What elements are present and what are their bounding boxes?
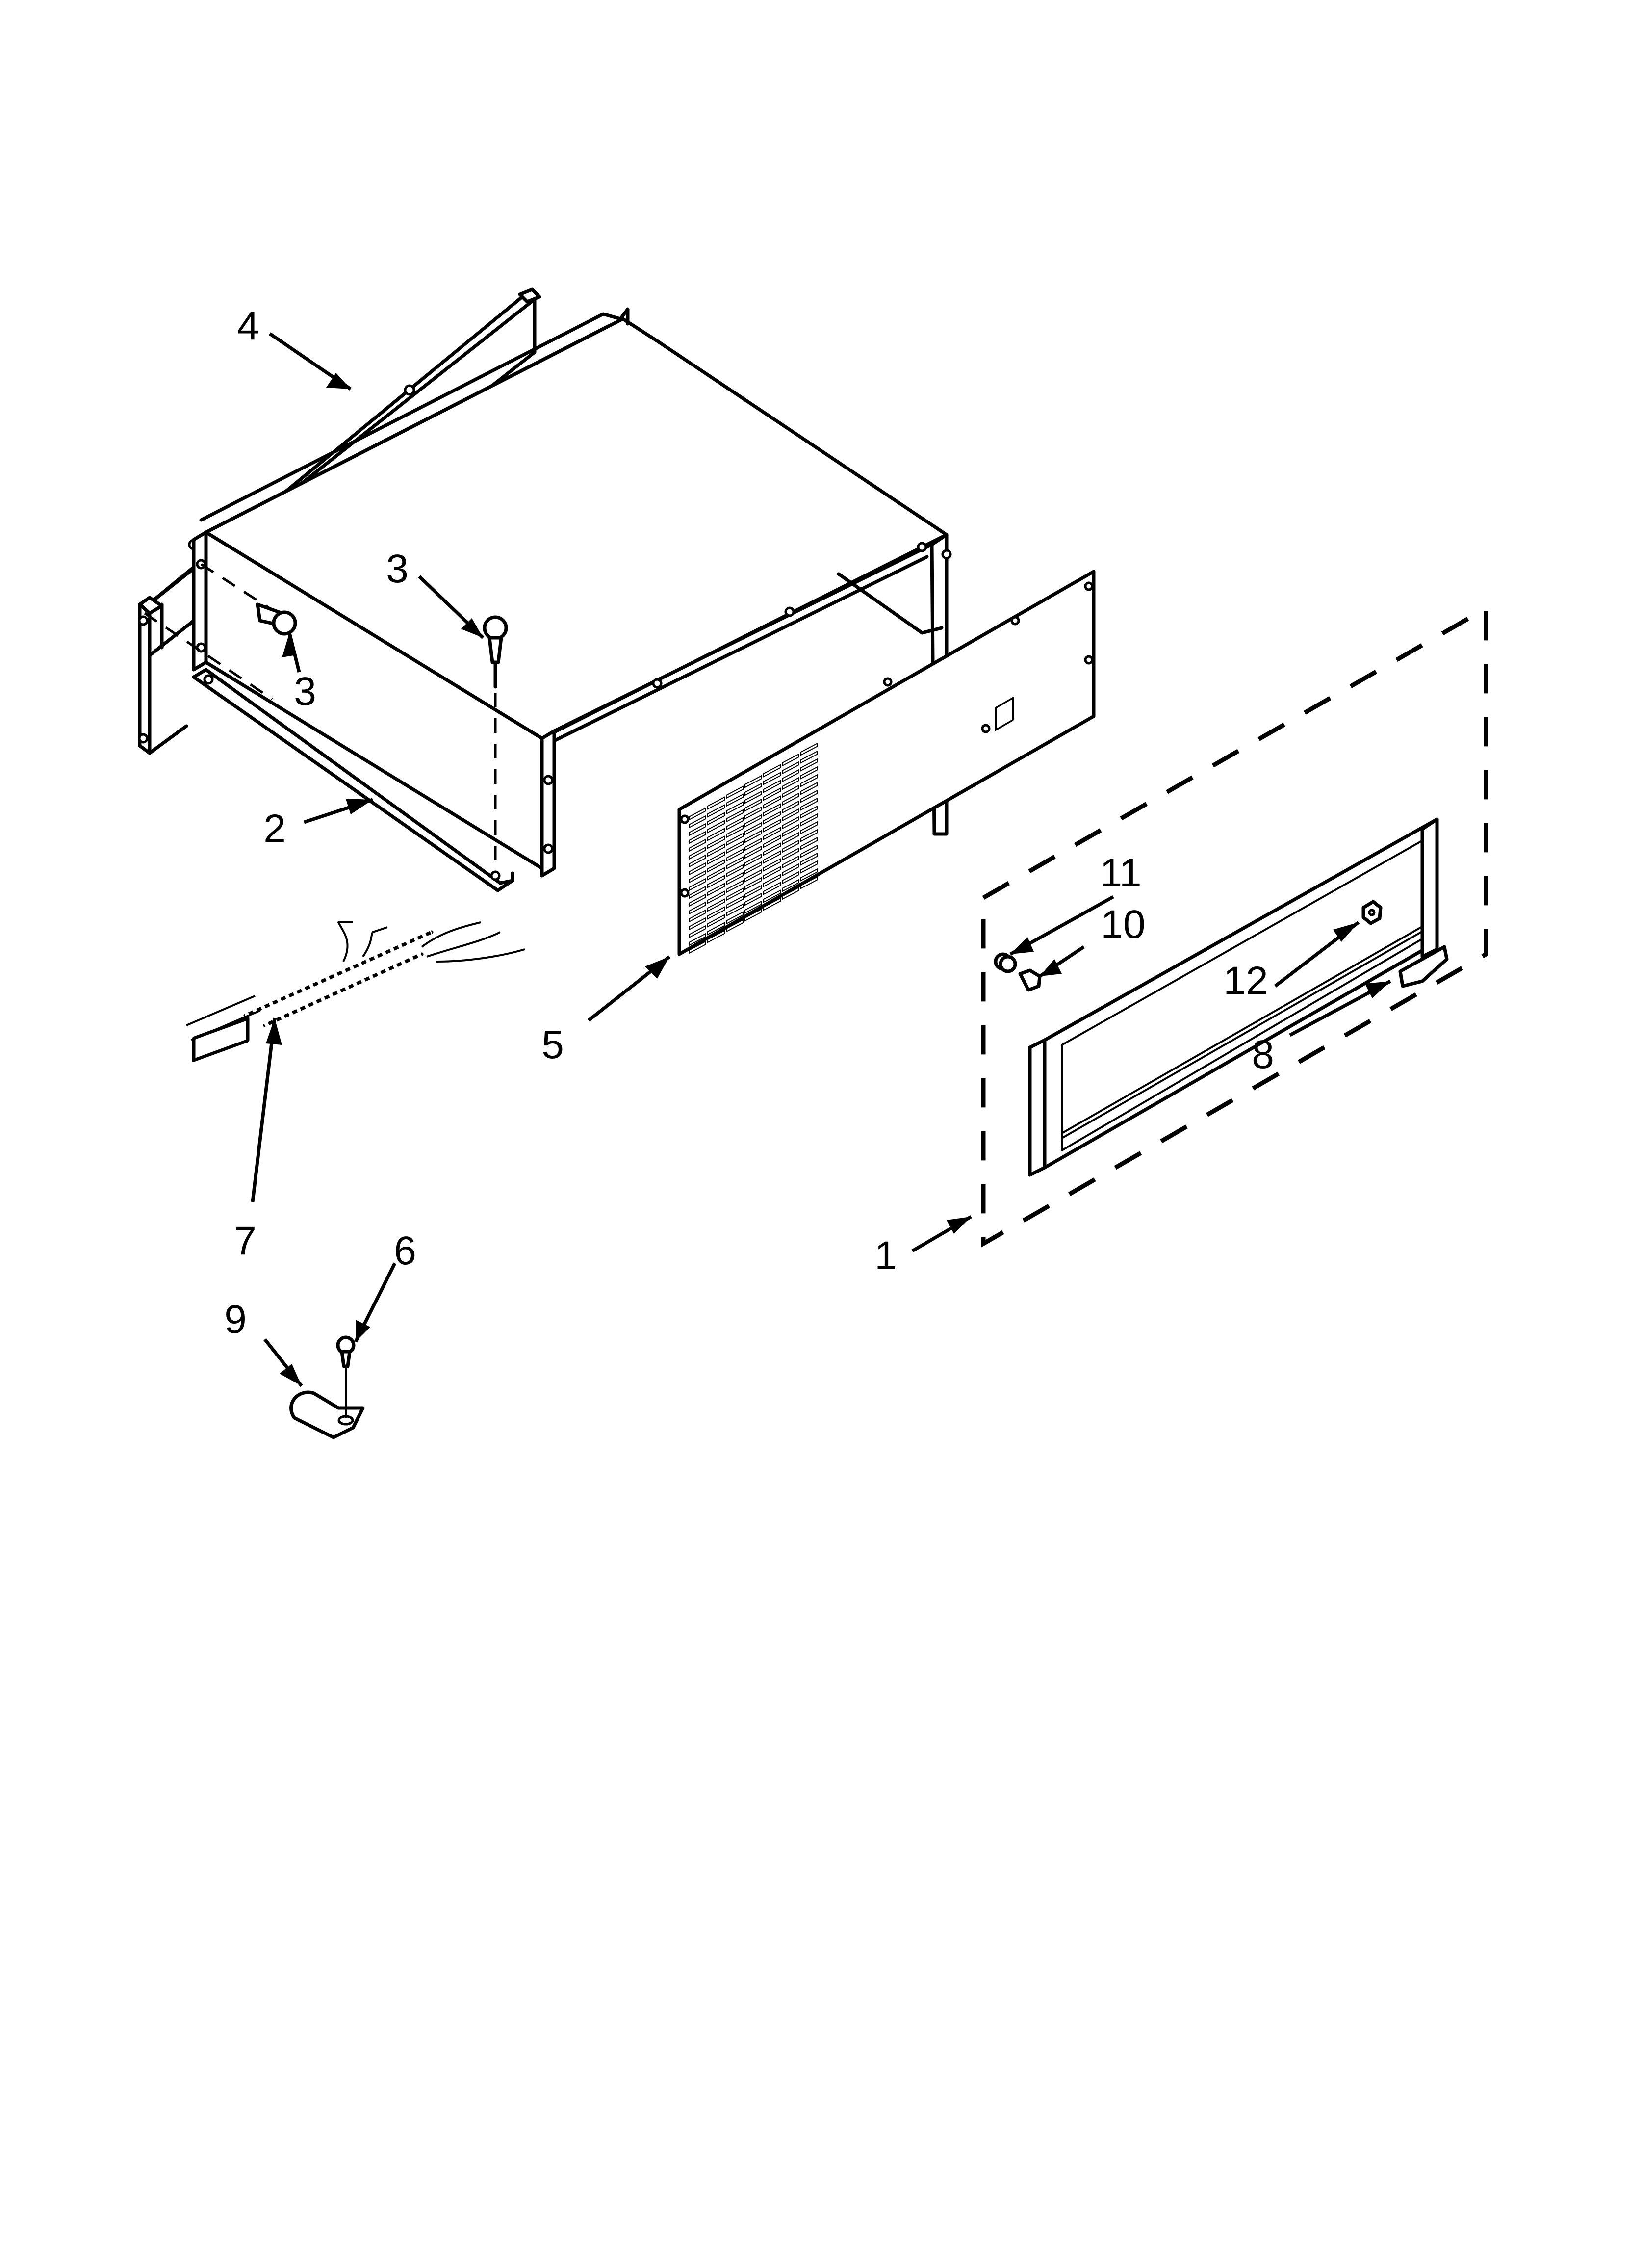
callout-3-side: 3 (294, 669, 316, 714)
callout-2: 2 (263, 807, 286, 851)
drawer-front-part (994, 817, 1449, 1177)
side-screw-icon (256, 602, 297, 636)
callout-7: 7 (234, 1219, 257, 1263)
callout-11: 11 (1100, 851, 1142, 895)
vent-slots (689, 742, 818, 954)
top-screw-icon (483, 615, 508, 664)
callout-5: 5 (541, 1022, 564, 1067)
callout-10: 10 (1101, 902, 1146, 947)
callout-9: 9 (224, 1297, 247, 1342)
wire-harness-part (186, 921, 525, 1062)
callout-1: 1 (874, 1233, 897, 1278)
connector-plug (186, 995, 260, 1062)
callout-12: 12 (1223, 959, 1268, 1003)
callout-6: 6 (394, 1228, 416, 1273)
callout-3-top: 3 (386, 547, 409, 591)
grille-panel-part (677, 570, 1096, 956)
leader-arrows (251, 332, 1391, 1387)
callout-8: 8 (1252, 1032, 1274, 1077)
clamp-parts (289, 1335, 365, 1439)
screw-parts (144, 563, 508, 873)
assembly-boundary (981, 604, 1488, 1248)
callout-4: 4 (237, 304, 259, 348)
